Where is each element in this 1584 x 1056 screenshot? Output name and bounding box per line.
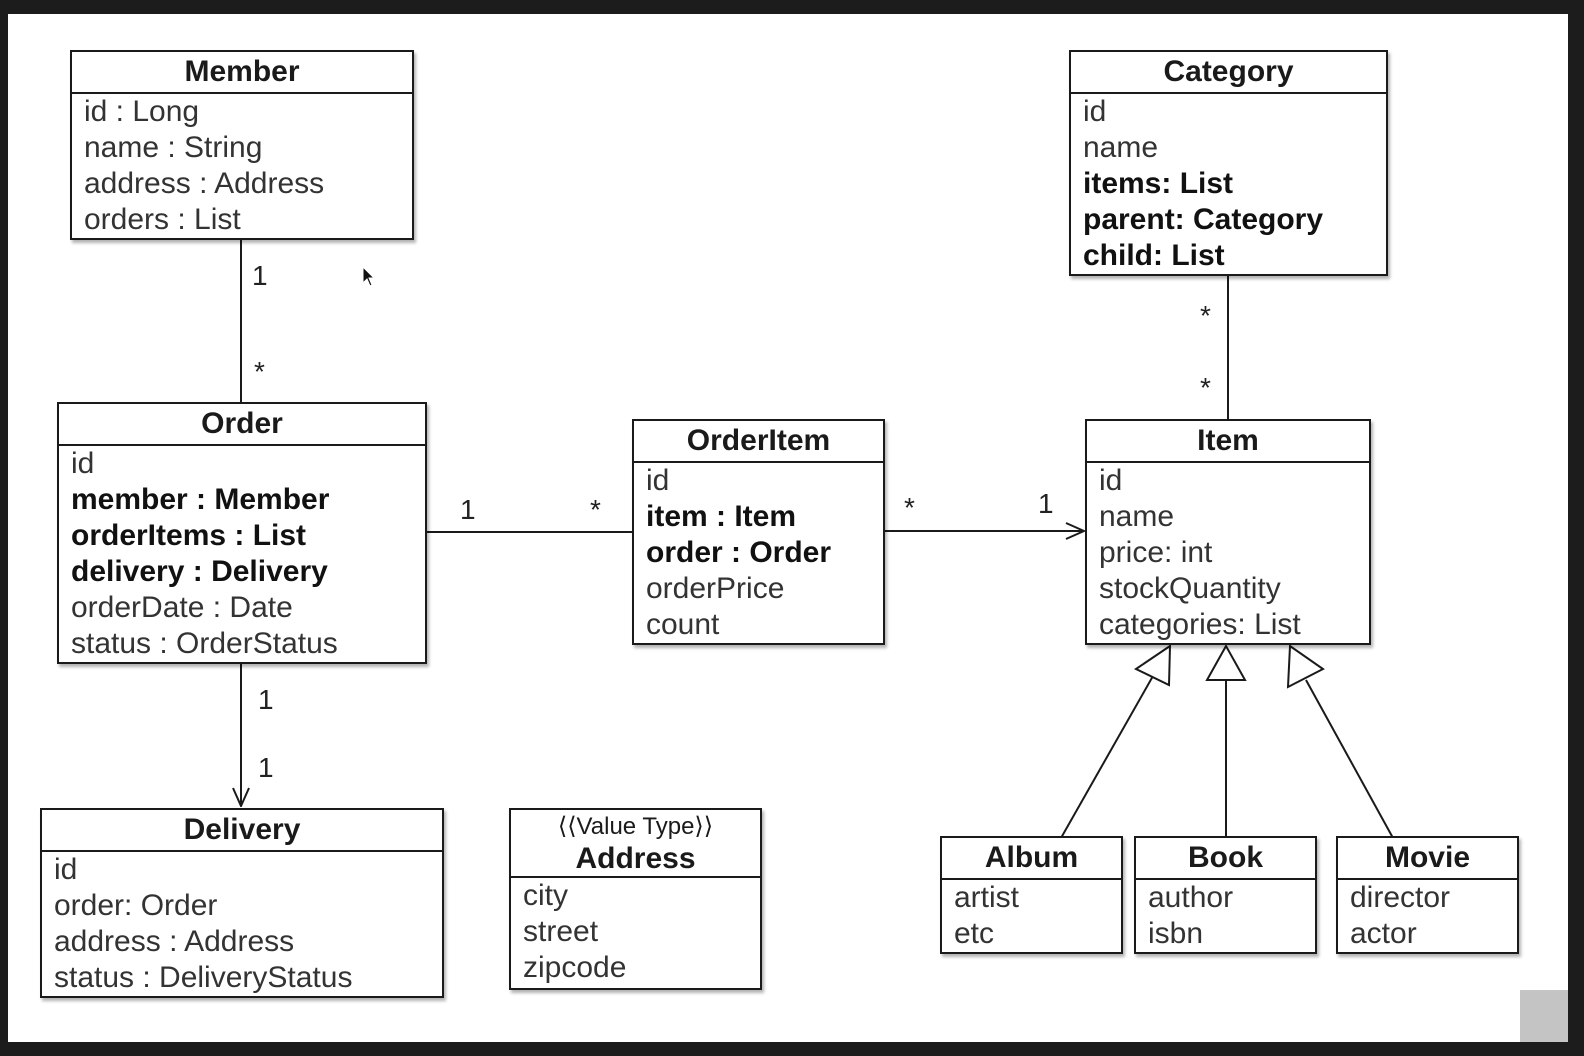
multiplicity-item-end-category: *	[1200, 372, 1211, 403]
address-stereotype: ⟨⟨Value Type⟩⟩	[557, 813, 714, 840]
category-attribute: id	[1083, 95, 1107, 128]
book-class-header: Book	[1136, 838, 1315, 880]
order-attribute: orderItems : List	[71, 519, 307, 552]
mouse-cursor-icon	[362, 266, 376, 287]
multiplicity-orderitem-end-item: *	[904, 492, 915, 523]
book-attribute: author	[1148, 881, 1234, 914]
multiplicity-item-end-orderitem: 1	[1038, 488, 1054, 519]
multiplicity-order-end-orderitem: 1	[460, 494, 476, 525]
order-attribute: id	[71, 447, 95, 480]
category-class-header: Category	[1071, 52, 1386, 94]
album-item-generalization	[1060, 675, 1154, 839]
delivery-attribute: order: Order	[54, 889, 218, 922]
multiplicity-member-end: 1	[252, 260, 268, 291]
member-class-header: Member	[72, 52, 412, 94]
multiplicity-order-end-member: *	[254, 356, 265, 387]
item-class-header: Item	[1087, 421, 1369, 463]
album-attribute: artist	[954, 881, 1020, 914]
album-attribute: etc	[954, 917, 995, 950]
connector-layer	[8, 238, 1394, 839]
member-attribute: orders : List	[84, 203, 241, 236]
album-generalization-arrowhead	[1134, 644, 1172, 687]
orderitem-attribute: count	[646, 608, 720, 641]
address-class-name: Address	[575, 842, 696, 875]
member-attribute: name : String	[84, 131, 263, 164]
item-attribute: categories: List	[1099, 608, 1301, 641]
orderitem-attribute: order : Order	[646, 536, 832, 569]
item-attribute: price: int	[1099, 536, 1213, 569]
member-attribute: address : Address	[84, 167, 325, 200]
address-attribute: street	[523, 915, 599, 948]
orderitem-attribute: id	[646, 464, 670, 497]
orderitem-attribute: orderPrice	[646, 572, 785, 605]
movie-attribute: actor	[1350, 917, 1417, 950]
book-generalization-arrowhead	[1205, 643, 1247, 681]
address-class-header: ⟨⟨Value Type⟩⟩Address	[511, 810, 760, 878]
order-attribute: member : Member	[71, 483, 330, 516]
address-attribute: city	[523, 879, 568, 912]
movie-class-header: Movie	[1338, 838, 1517, 880]
corner-thumbnail	[1520, 990, 1568, 1042]
album-class-header: Album	[942, 838, 1121, 880]
multiplicity-category-end-item: *	[1200, 300, 1211, 331]
order-attribute: delivery : Delivery	[71, 555, 328, 588]
multiplicity-delivery-end-order: 1	[258, 752, 274, 783]
category-attribute: child: List	[1083, 239, 1225, 272]
book-attribute: isbn	[1148, 917, 1204, 950]
orderitem-attribute: item : Item	[646, 500, 797, 533]
movie-generalization-arrowhead	[1286, 644, 1325, 689]
delivery-class-header: Delivery	[42, 810, 442, 852]
category-attribute: items: List	[1083, 167, 1234, 200]
delivery-attribute: id	[54, 853, 78, 886]
orderitem-class-header: OrderItem	[634, 421, 883, 463]
order-attribute: status : OrderStatus	[71, 627, 338, 660]
multiplicity-orderitem-end-order: *	[590, 494, 601, 525]
item-attribute: stockQuantity	[1099, 572, 1281, 605]
order-attribute: orderDate : Date	[71, 591, 293, 624]
multiplicity-order-end-delivery: 1	[258, 684, 274, 715]
order-class-header: Order	[59, 404, 425, 446]
address-attribute: zipcode	[523, 951, 627, 984]
delivery-attribute: status : DeliveryStatus	[54, 961, 353, 994]
category-attribute: name	[1083, 131, 1159, 164]
movie-attribute: director	[1350, 881, 1451, 914]
movie-item-generalization	[1305, 679, 1394, 839]
delivery-attribute: address : Address	[54, 925, 295, 958]
member-attribute: id : Long	[84, 95, 200, 128]
item-attribute: id	[1099, 464, 1123, 497]
item-attribute: name	[1099, 500, 1175, 533]
category-attribute: parent: Category	[1083, 203, 1324, 236]
